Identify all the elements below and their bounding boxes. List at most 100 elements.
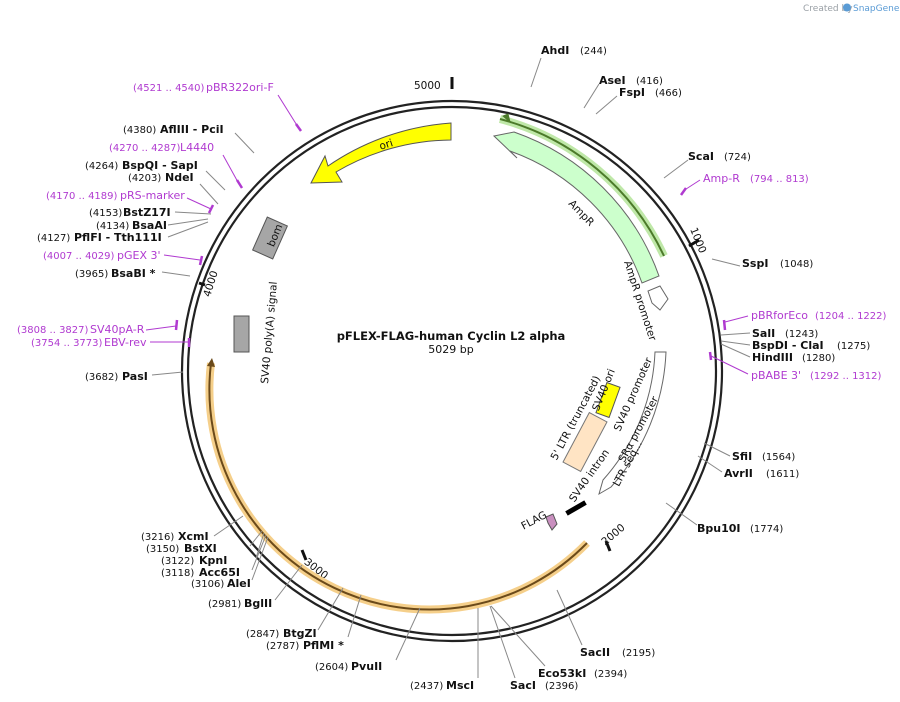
enzyme-name: BstZ17I (123, 206, 171, 219)
tick-3000 (300, 549, 308, 561)
enzyme-pos: (3965) (75, 269, 108, 280)
primer-name: L4440 (180, 141, 214, 154)
enzyme-name: BsaBI * (111, 267, 156, 280)
feature-sv40-ori (595, 381, 621, 419)
enzyme-pos: (3106) (191, 579, 224, 590)
credit-prefix: Created by (803, 4, 853, 14)
tick-label-1000: 1000 (687, 226, 708, 255)
enzyme-pos: (4134) (96, 221, 129, 232)
enzyme-name: PasI (122, 370, 148, 383)
enzyme-pos: (3118) (161, 568, 194, 579)
enzyme-name: XcmI (178, 530, 209, 543)
primer-range: (3754 .. 3773) (31, 338, 103, 349)
enzyme-pos: (1243) (785, 329, 818, 340)
enzyme-pos: (4380) (123, 125, 156, 136)
primer-range: (4270 .. 4287) (109, 143, 181, 154)
enzyme-name: ScaI (688, 150, 714, 163)
enzyme-pos: (4203) (128, 173, 161, 184)
enzyme-name: AhdI (541, 44, 569, 57)
enzyme-pos: (3122) (161, 556, 194, 567)
enzyme-pos: (4153) (89, 208, 122, 219)
primer-name: pGEX 3' (117, 249, 161, 262)
feature-sv40-polya (233, 315, 250, 353)
credit: Created by SnapGene (803, 3, 900, 14)
enzyme-name: BspQI - SapI (122, 159, 198, 172)
feature-label-sv40-polya: SV40 poly(A) signal (259, 281, 280, 384)
enzyme-name: PflFI - Tth111I (74, 231, 162, 244)
enzyme-name: Acc65I (199, 566, 240, 579)
primer-range: (1292 .. 1312) (810, 371, 882, 382)
feature-label-flag: FLAG (519, 509, 549, 532)
orf-highlight (205, 362, 590, 614)
credit-brand: SnapGene (853, 4, 900, 14)
enzyme-pos: (1275) (837, 341, 870, 352)
enzyme-labels: AhdI (244) AseI (416) FspI (466) ScaI (7… (37, 44, 870, 692)
primer-name: EBV-rev (104, 336, 147, 349)
snapgene-logo-icon (843, 3, 851, 12)
enzyme-pos: (2195) (622, 648, 655, 659)
enzyme-name: BglII (244, 597, 272, 610)
enzyme-pos: (4127) (37, 233, 70, 244)
enzyme-name: HindIII (752, 351, 793, 364)
tick-label-2000: 2000 (599, 522, 627, 548)
primer-range: (4007 .. 4029) (43, 251, 115, 262)
enzyme-name: FspI (619, 86, 645, 99)
primer-name: pBR322ori-F (206, 81, 274, 94)
enzyme-name: AseI (599, 74, 626, 87)
enzyme-pos: (2396) (545, 681, 578, 692)
enzyme-name: SacII (580, 646, 610, 659)
primer-name: pBABE 3' (751, 369, 801, 382)
primer-labels: Amp-R (794 .. 813) pBRforEco (1204 .. 12… (17, 81, 887, 382)
enzyme-name: SspI (742, 257, 768, 270)
enzyme-name: BtgZI (283, 627, 317, 640)
feature-5ltr (562, 411, 608, 473)
enzyme-name: PflMI * (303, 639, 344, 652)
primer-range: (3808 .. 3827) (17, 325, 89, 336)
enzyme-pos: (4264) (85, 161, 118, 172)
enzyme-pos: (1774) (750, 524, 783, 535)
enzyme-pos: (3216) (141, 532, 174, 543)
enzyme-name: Eco53kI (538, 667, 586, 680)
enzyme-name: SfiI (732, 450, 752, 463)
tick-label-4000: 4000 (201, 269, 220, 298)
tick-label-5000: 5000 (414, 80, 441, 92)
tick-1000 (688, 238, 700, 248)
enzyme-pos: (1048) (780, 259, 813, 270)
enzyme-pos: (724) (724, 152, 751, 163)
feature-flag (545, 513, 558, 531)
primer-name: Amp-R (703, 172, 740, 185)
enzyme-name: BstXI (184, 542, 217, 555)
enzyme-name: AflIII - PciI (160, 123, 224, 136)
feature-sv40-intron (565, 500, 587, 516)
enzyme-name: Bpu10I (697, 522, 741, 535)
enzyme-name: AvrII (724, 467, 753, 480)
enzyme-name: BspDI - ClaI (752, 339, 824, 352)
enzyme-name: SacI (510, 679, 536, 692)
plasmid-size: 5029 bp (428, 343, 473, 356)
feature-bom (251, 216, 289, 260)
enzyme-name: PvuII (351, 660, 382, 673)
enzyme-pos: (2394) (594, 669, 627, 680)
enzyme-pos: (3682) (85, 372, 118, 383)
enzyme-pos: (2981) (208, 599, 241, 610)
enzyme-pos: (2787) (266, 641, 299, 652)
enzyme-name: NdeI (165, 171, 194, 184)
enzyme-name: BsaAI (132, 219, 167, 232)
enzyme-pos: (1611) (766, 469, 799, 480)
primer-name: pRS-marker (120, 189, 185, 202)
tick-4000 (198, 281, 206, 287)
enzyme-name: AleI (227, 577, 251, 590)
enzyme-pos: (2437) (410, 681, 443, 692)
feature-sv40-promoter (598, 351, 667, 496)
enzyme-pos: (466) (655, 88, 682, 99)
enzyme-name: KpnI (199, 554, 227, 567)
primer-range: (794 .. 813) (750, 174, 809, 185)
primer-range: (4521 .. 4540) (133, 83, 205, 94)
feature-ampr-promoter (647, 285, 669, 311)
enzyme-pos: (1280) (802, 353, 835, 364)
enzyme-pos: (3150) (146, 544, 179, 555)
enzyme-pos: (2604) (315, 662, 348, 673)
tick-2000 (604, 540, 612, 552)
feature-ampr (492, 131, 660, 284)
